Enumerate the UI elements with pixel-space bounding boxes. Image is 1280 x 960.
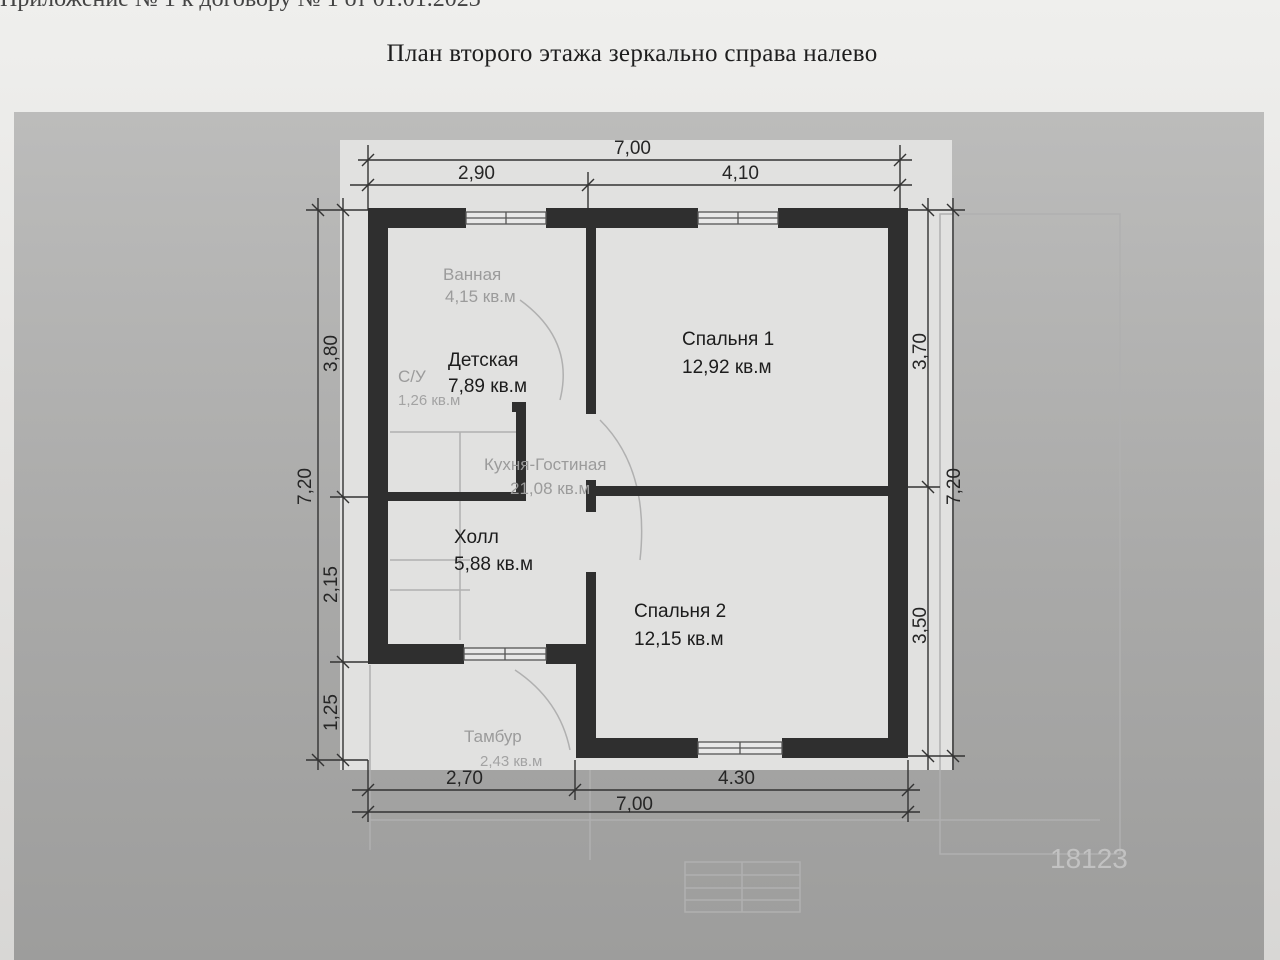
wall-bedroom-divider — [596, 486, 890, 496]
dim-right-total: 7,20 — [944, 468, 965, 505]
ghost-door-arc — [599, 419, 643, 561]
wall-nursery-stub — [516, 404, 526, 500]
ghost-layer — [369, 213, 1121, 913]
dim-tick — [361, 178, 375, 192]
wall-step-vertical — [576, 644, 596, 758]
dimension-labels: 7,00 2,90 4,10 2,70 4.30 7,00 7,20 3,80 … — [295, 138, 965, 815]
room-detskaya-name: Детская — [448, 350, 518, 371]
room-spalnya1-area: 12,92 кв.м — [682, 357, 772, 378]
dim-bottom-left: 2,70 — [446, 768, 483, 789]
wall-top-middle — [546, 208, 698, 228]
room-spalnya2-name: Спальня 2 — [634, 601, 726, 622]
ghost-door-arc — [519, 299, 564, 401]
window-top-right — [697, 211, 779, 225]
dim-tick — [581, 178, 595, 192]
wall-top-left — [368, 208, 466, 228]
dim-tick — [921, 749, 935, 763]
ghost-terrace-outline — [939, 213, 1121, 855]
ghost-door-arc — [514, 669, 571, 751]
window-bottom-left — [463, 647, 547, 661]
wall-partition-lower — [586, 572, 596, 648]
dim-left-total: 7,20 — [295, 468, 316, 505]
room-spalnya1-name: Спальня 1 — [682, 329, 774, 350]
dim-tick — [336, 490, 350, 504]
window-bottom-right — [697, 741, 783, 755]
dim-tick — [946, 749, 960, 763]
dim-tick — [361, 783, 375, 797]
wall-top-right — [778, 208, 908, 228]
dim-tick — [336, 655, 350, 669]
room-holl-area: 5,88 кв.м — [454, 554, 533, 575]
dim-top-total: 7,00 — [614, 138, 651, 159]
wall-nursery-bottom — [386, 492, 526, 501]
ghost-label-kuhnya-area: 21,08 кв.м — [510, 479, 590, 498]
dim-tick — [568, 783, 582, 797]
drawing-area — [340, 140, 952, 770]
wall-partition-upper — [586, 226, 596, 414]
window-top-left — [465, 211, 547, 225]
wall-bottom-middle — [576, 738, 698, 758]
dim-tick — [361, 805, 375, 819]
dim-bottom-total: 7,00 — [616, 794, 653, 815]
ghost-label-tambur-area: 2,43 кв.м — [480, 753, 542, 770]
ghost-label-kuhnya: Кухня-Гостиная — [484, 455, 607, 474]
ghost-label-vannaya-area: 4,15 кв.м — [445, 287, 516, 306]
dim-tick — [921, 203, 935, 217]
dim-right-lower: 3,50 — [910, 607, 931, 644]
windows — [463, 211, 783, 755]
dim-left-upper: 3,80 — [321, 335, 342, 372]
walls — [368, 208, 908, 758]
dim-bottom-right: 4.30 — [718, 768, 755, 789]
ghost-label-vannaya: Ванная — [443, 265, 501, 284]
ghost-label-tambur: Тамбур — [464, 727, 522, 746]
dim-left-middle: 2,15 — [321, 566, 342, 603]
room-labels: Детская 7,89 кв.м Спальня 1 12,92 кв.м Х… — [448, 329, 774, 650]
watermark: 18123 — [1050, 843, 1128, 874]
dim-tick — [893, 178, 907, 192]
dim-tick — [361, 153, 375, 167]
room-spalnya2-area: 12,15 кв.м — [634, 629, 724, 650]
dim-tick — [336, 203, 350, 217]
wall-partition-middle — [586, 480, 596, 512]
dim-tick — [336, 753, 350, 767]
ghost-label-su: С/У — [398, 367, 426, 386]
wall-bottom-left — [368, 644, 464, 664]
dim-tick — [893, 153, 907, 167]
plan-title: План второго этажа зеркально справа нале… — [386, 40, 878, 67]
dim-tick — [901, 783, 915, 797]
header-fragment: Приложение № 1 к договору № 1 от 01.01.2… — [0, 0, 900, 16]
dim-top-right: 4,10 — [722, 163, 759, 184]
room-detskaya-area: 7,89 кв.м — [448, 376, 527, 397]
ghost-label-su-area: 1,26 кв.м — [398, 392, 460, 409]
dim-tick — [901, 805, 915, 819]
wall-right — [888, 208, 908, 758]
ghost-labels: Ванная 4,15 кв.м С/У 1,26 кв.м Кухня-Гос… — [398, 265, 1128, 874]
dim-tick — [311, 753, 325, 767]
dim-tick — [921, 480, 935, 494]
wall-left — [368, 208, 388, 664]
wall-bottom-right — [782, 738, 908, 758]
wall-nursery-stub-cap — [512, 402, 526, 412]
dimension-lines — [306, 145, 965, 822]
room-holl-name: Холл — [454, 527, 499, 548]
dim-tick — [946, 203, 960, 217]
dim-tick — [311, 203, 325, 217]
dim-top-left: 2,90 — [458, 163, 495, 184]
dim-right-upper: 3,70 — [910, 333, 931, 370]
dim-left-lower: 1,25 — [321, 694, 342, 731]
